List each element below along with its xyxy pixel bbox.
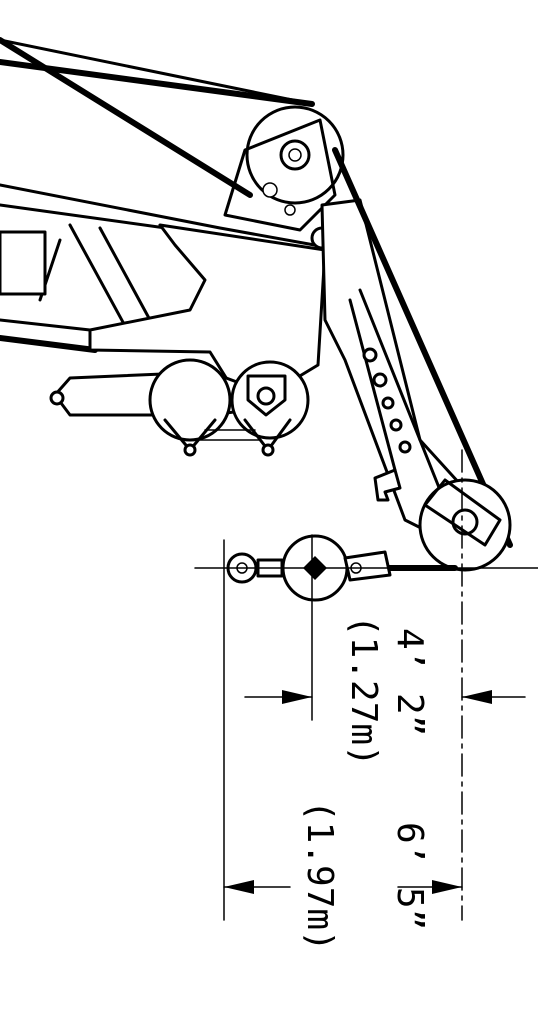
bracket-pin-a: [183, 443, 197, 457]
boom-head-plate: [88, 223, 327, 402]
dim-hook-reach-arrowhead-right: [462, 690, 492, 704]
strut-hole-3: [381, 396, 395, 410]
dim-overall-reach-metric: (1.97m): [299, 800, 340, 952]
boom-chord-lower: [0, 335, 98, 353]
strut-hole-2: [372, 372, 388, 388]
dim-hook-reach-metric: (1.27m): [343, 615, 384, 767]
dim-overall-reach-arrowhead-right: [432, 880, 462, 894]
upper-sheave-pin: [288, 148, 302, 162]
dim-hook-reach-imperial: 4’ 2”: [389, 628, 430, 736]
pendant-cable-upper-2: [0, 38, 314, 106]
boom-chord-upper: [0, 183, 322, 248]
badge-center: [256, 386, 276, 406]
dimension-lines: [194, 449, 538, 921]
dimension-labels: 4’ 2” (1.27m) 6’ 5” (1.97m): [299, 615, 430, 952]
pendant-cable-diagonal: [0, 37, 253, 198]
jib-cable-2: [343, 173, 500, 522]
boom-assembly: [0, 37, 513, 572]
tip-sheave-bracket: [423, 478, 502, 547]
strut-hole-5: [398, 440, 412, 454]
frame-pin-b: [284, 204, 296, 216]
strut-hole-1: [362, 347, 378, 363]
boom-chord-lower-2: [0, 318, 92, 332]
lower-sheave: [148, 358, 232, 442]
lower-lattice: [199, 429, 261, 441]
strut-clip: [373, 468, 402, 502]
frame-pin-a: [262, 182, 278, 198]
lower-arm-end-pin: [49, 390, 65, 406]
jib-strut-web: [348, 288, 442, 492]
dim-overall-reach-imperial: 6’ 5”: [389, 822, 430, 930]
boom-side-box: [0, 230, 47, 296]
bracket-pin-b: [261, 443, 275, 457]
boom-lattice: [38, 223, 152, 337]
dim-hook-reach-arrowhead-left: [282, 690, 312, 704]
strut-hole-4: [389, 418, 403, 432]
upper-sheave-frame: [223, 118, 337, 232]
dim-overall-reach-arrowhead-left: [224, 880, 254, 894]
boom-chord-upper-2: [0, 203, 182, 232]
